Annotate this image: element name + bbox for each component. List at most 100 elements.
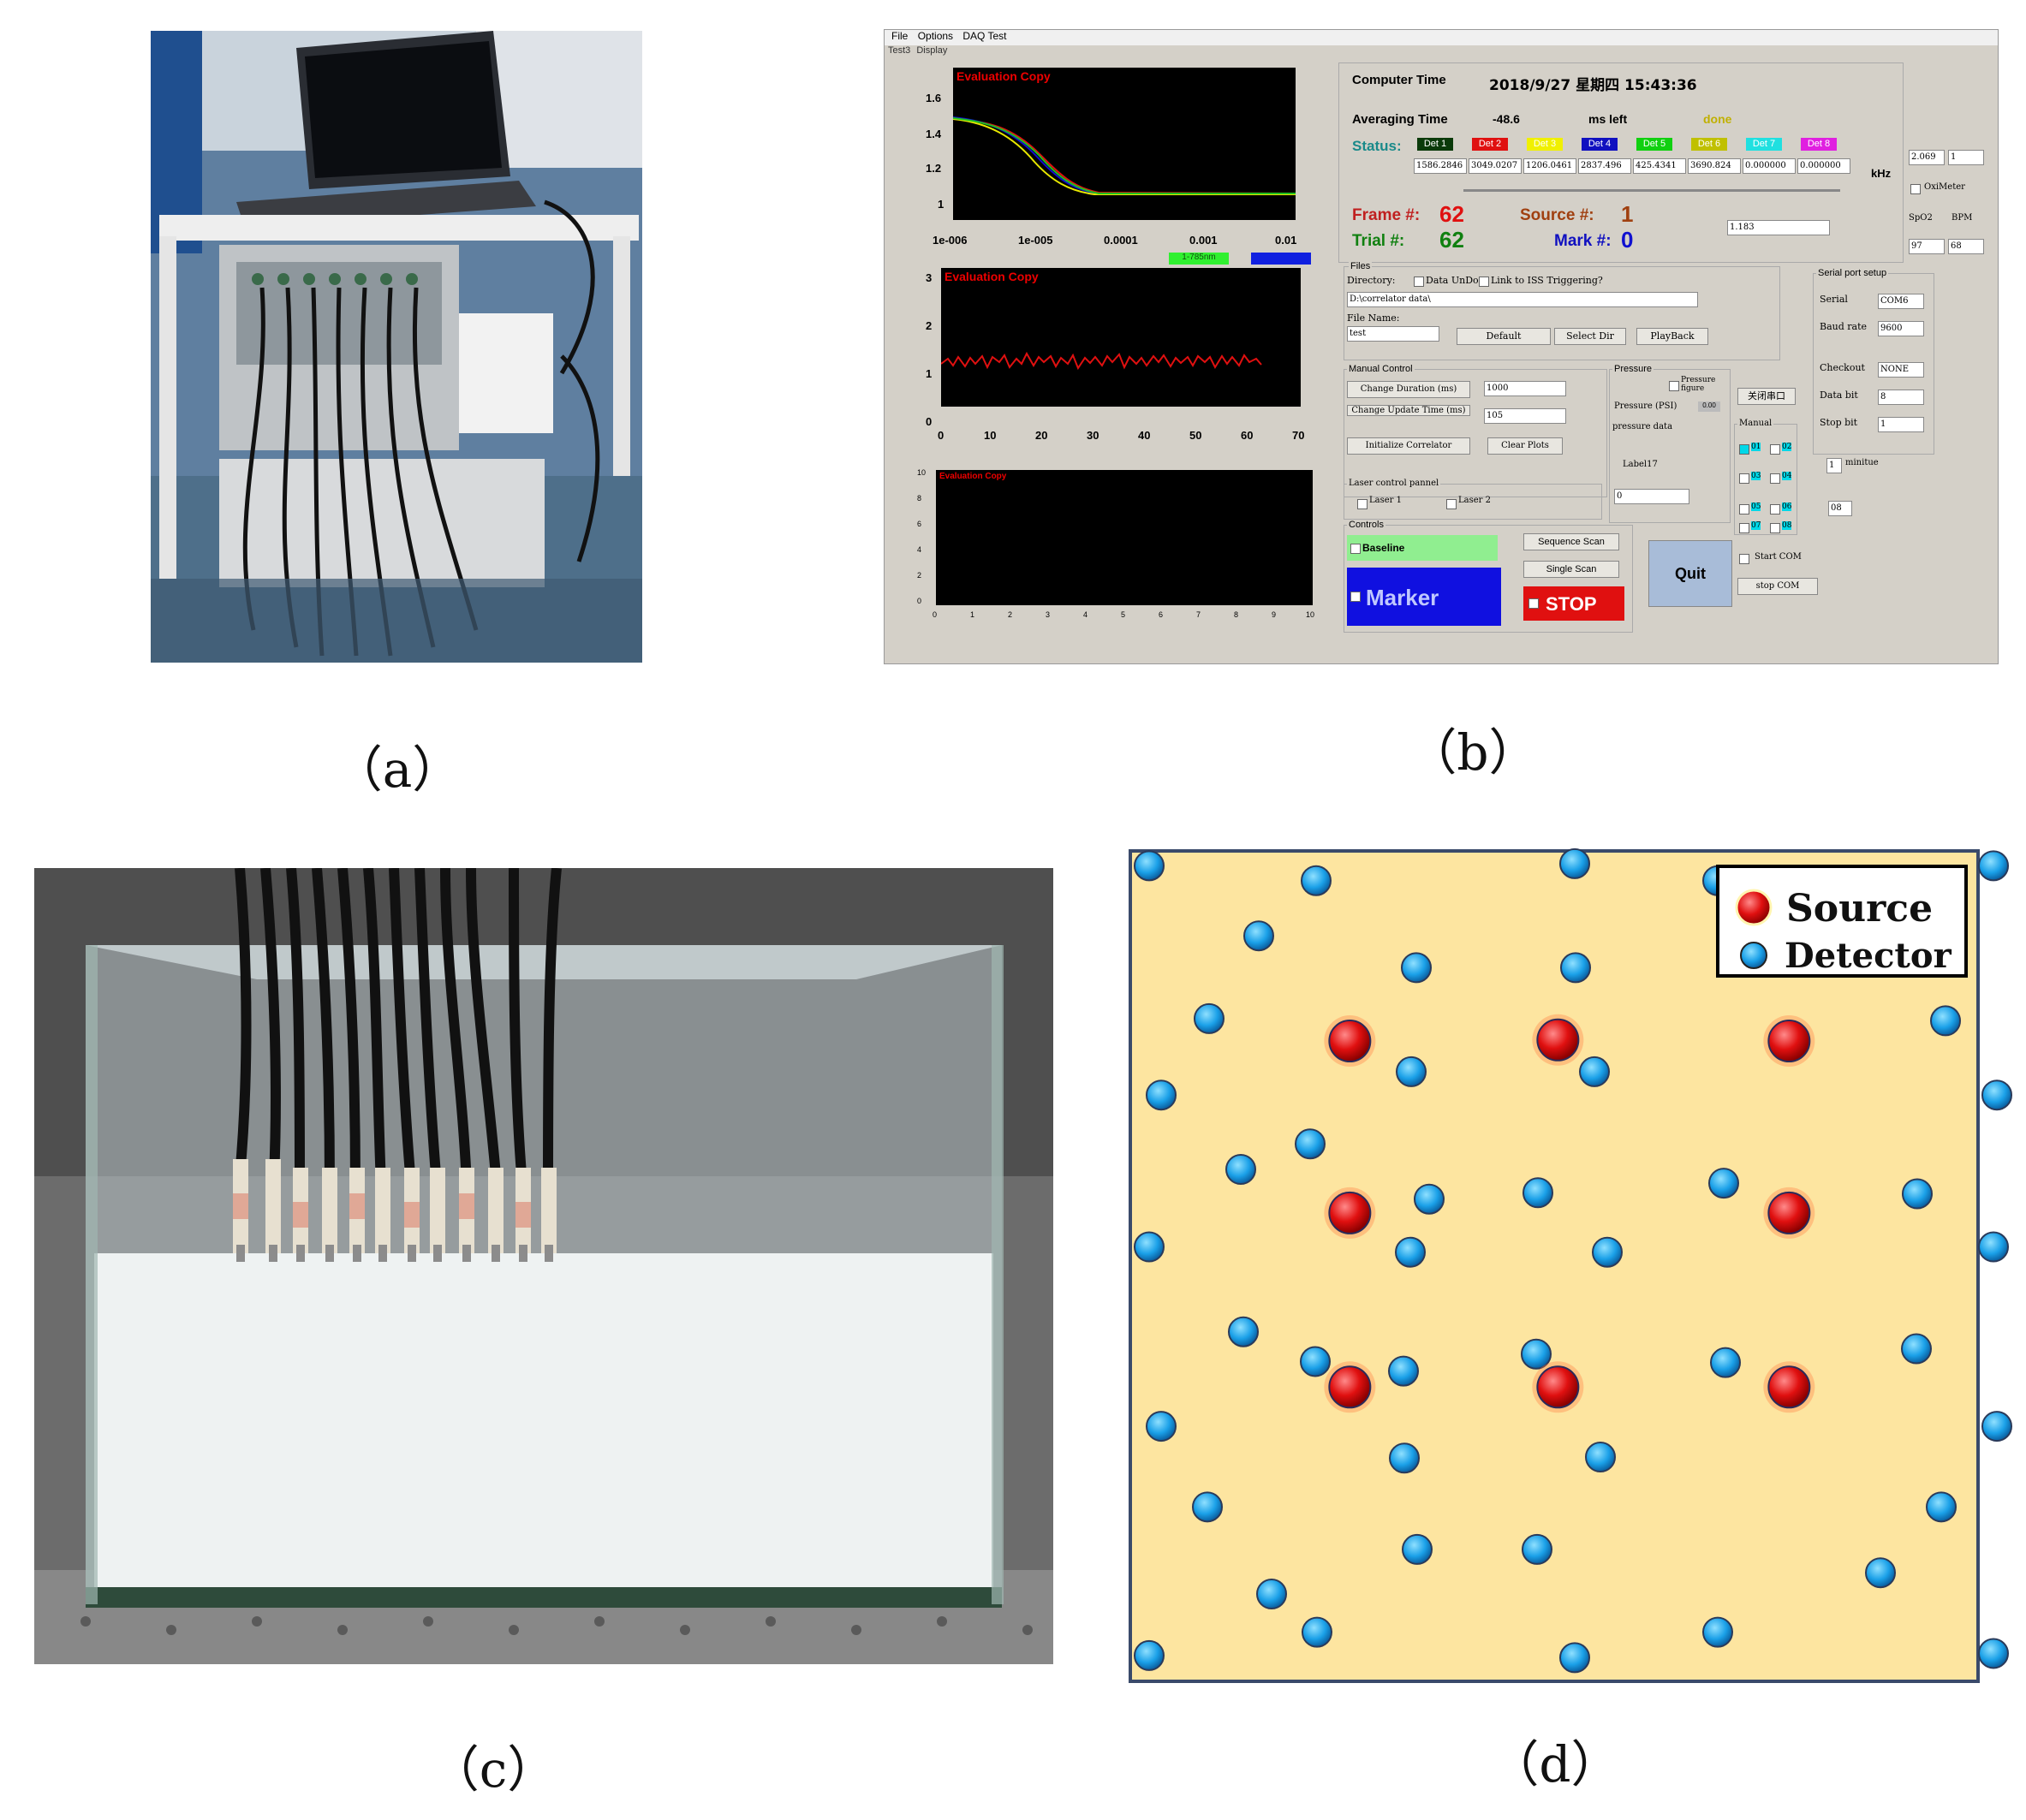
data-undo-checkbox[interactable] (1414, 277, 1424, 287)
probe-area (1129, 849, 1980, 1683)
stop-bit-select[interactable]: 1 (1878, 417, 1924, 432)
detector-marker (1902, 1178, 1933, 1210)
source-marker (1767, 1020, 1811, 1063)
manual-ch6-checkbox[interactable] (1770, 504, 1780, 514)
pressure-value-field: 0 (1614, 489, 1689, 504)
stop-com-button[interactable]: stop COM (1737, 578, 1818, 595)
start-com-checkbox[interactable] (1739, 554, 1749, 564)
update-time-input[interactable]: 105 (1484, 408, 1566, 424)
plot3-xtick: 7 (1196, 610, 1201, 619)
plot2-xtick: 70 (1292, 429, 1305, 442)
select-dir-button[interactable]: Select Dir (1554, 328, 1626, 345)
done-status: done (1703, 112, 1732, 126)
computer-time-value: 2018/9/27 星期四 15:43:36 (1489, 77, 1697, 94)
source-marker (1536, 1365, 1580, 1409)
stop-button[interactable]: STOP (1523, 586, 1624, 621)
detector-marker (1930, 1005, 1961, 1037)
manual-ch6-label: 06 (1782, 503, 1792, 511)
checkout-select[interactable]: NONE (1878, 362, 1924, 378)
manual-ch2-checkbox[interactable] (1770, 444, 1780, 455)
change-update-time-button[interactable]: Change Update Time (ms) (1347, 405, 1470, 416)
plot1-xtick: 1e-006 (933, 234, 968, 247)
plot3-ytick: 10 (917, 468, 927, 477)
manual-ch8-label: 08 (1782, 521, 1792, 530)
quit-button[interactable]: Quit (1648, 540, 1732, 607)
laser-2-label: Laser 2 (1458, 496, 1491, 505)
file-name-input[interactable]: test (1347, 326, 1439, 342)
pressure-figure-checkbox[interactable] (1669, 381, 1679, 391)
menu-file[interactable]: File (891, 30, 909, 42)
manual-title: Manual (1737, 419, 1774, 428)
pressure-psi-value: 0.00 (1698, 401, 1720, 412)
playback-button[interactable]: PlayBack (1636, 328, 1708, 345)
change-duration-button[interactable]: Change Duration (ms) (1347, 381, 1470, 398)
data-bit-select[interactable]: 8 (1878, 390, 1924, 405)
number-08-field[interactable]: 08 (1828, 501, 1852, 516)
detector-marker (1901, 1333, 1932, 1365)
marker-checkbox (1350, 592, 1361, 602)
manual-ch7-checkbox[interactable] (1739, 523, 1749, 533)
detector-marker (1225, 1154, 1256, 1185)
plot2-xtick: 20 (1035, 429, 1048, 442)
g2-curve-plot: Evaluation Copy (953, 68, 1296, 220)
detector-marker (1388, 1355, 1419, 1387)
progress-slider[interactable] (1463, 189, 1840, 192)
computer-time-label: Computer Time (1352, 73, 1446, 87)
plot3-xtick: 4 (1083, 610, 1088, 619)
source-marker (1328, 1020, 1372, 1063)
serial-port-title: Serial port setup (1816, 268, 1889, 278)
plot1-legend-green: 1-785nm (1169, 253, 1229, 265)
plot1-title: Evaluation Copy (956, 69, 1051, 83)
baseline-button[interactable]: Baseline (1347, 535, 1498, 561)
marker-label: Marker (1366, 585, 1439, 610)
pressure-group (1609, 369, 1731, 523)
laser-2-checkbox[interactable] (1446, 499, 1457, 509)
source-value: 1 (1621, 201, 1634, 227)
manual-ch5-checkbox[interactable] (1739, 504, 1749, 514)
initialize-correlator-button[interactable]: Initialize Correlator (1347, 437, 1470, 455)
plot1-xtick: 0.001 (1189, 234, 1218, 247)
manual-ch8-checkbox[interactable] (1770, 523, 1780, 533)
directory-input[interactable]: D:\correlator data\ (1347, 292, 1698, 307)
sequence-scan-button[interactable]: Sequence Scan (1523, 533, 1619, 550)
menu-daq-test[interactable]: DAQ Test (962, 30, 1007, 42)
detector-marker (1134, 1639, 1165, 1671)
right-field-2[interactable]: 1 (1948, 150, 1984, 165)
laser-1-checkbox[interactable] (1357, 499, 1368, 509)
single-scan-button[interactable]: Single Scan (1523, 561, 1619, 578)
clear-plots-button[interactable]: Clear Plots (1487, 437, 1563, 455)
detector-marker (1192, 1491, 1223, 1523)
pressure-title: Pressure (1612, 364, 1654, 374)
link-iss-checkbox[interactable] (1479, 277, 1489, 287)
serial-select[interactable]: COM6 (1878, 294, 1924, 309)
source-marker (1328, 1191, 1372, 1234)
correlator-software-window: File Options DAQ Test Test3 Display Eval… (884, 29, 1999, 664)
legend-source-label: Source (1786, 887, 1933, 931)
plot2-xtick: 60 (1241, 429, 1254, 442)
manual-ch4-checkbox[interactable] (1770, 473, 1780, 484)
manual-ch1-checkbox[interactable] (1739, 444, 1749, 455)
close-port-button[interactable]: 关闭串口 (1737, 388, 1796, 405)
manual-ch3-checkbox[interactable] (1739, 473, 1749, 484)
detector-marker (1396, 1056, 1427, 1087)
menu-options[interactable]: Options (917, 30, 954, 42)
plot2-ytick: 2 (926, 319, 933, 332)
controls-group (1344, 525, 1633, 633)
oximeter-checkbox[interactable] (1910, 184, 1921, 194)
plot3-xtick: 6 (1159, 610, 1164, 619)
default-button[interactable]: Default (1457, 328, 1551, 345)
value-field-1183[interactable]: 1.183 (1727, 220, 1830, 235)
det-2-rate: 3049.0207 (1469, 158, 1522, 174)
plot3-title: Evaluation Copy (939, 472, 1007, 481)
duration-input[interactable]: 1000 (1484, 381, 1566, 396)
khz-unit: kHz (1871, 167, 1892, 180)
tab-test3[interactable]: Test3 (888, 45, 911, 56)
laser-control-title: Laser control pannel (1347, 479, 1441, 488)
baud-rate-select[interactable]: 9600 (1878, 321, 1924, 336)
minutes-input[interactable]: 1 (1826, 458, 1842, 473)
source-marker (1536, 1018, 1580, 1062)
right-field-1[interactable]: 2.069 (1909, 150, 1945, 165)
tab-display[interactable]: Display (916, 45, 948, 56)
marker-button[interactable]: Marker (1347, 568, 1501, 626)
menu-bar: File Options DAQ Test (885, 30, 1998, 45)
